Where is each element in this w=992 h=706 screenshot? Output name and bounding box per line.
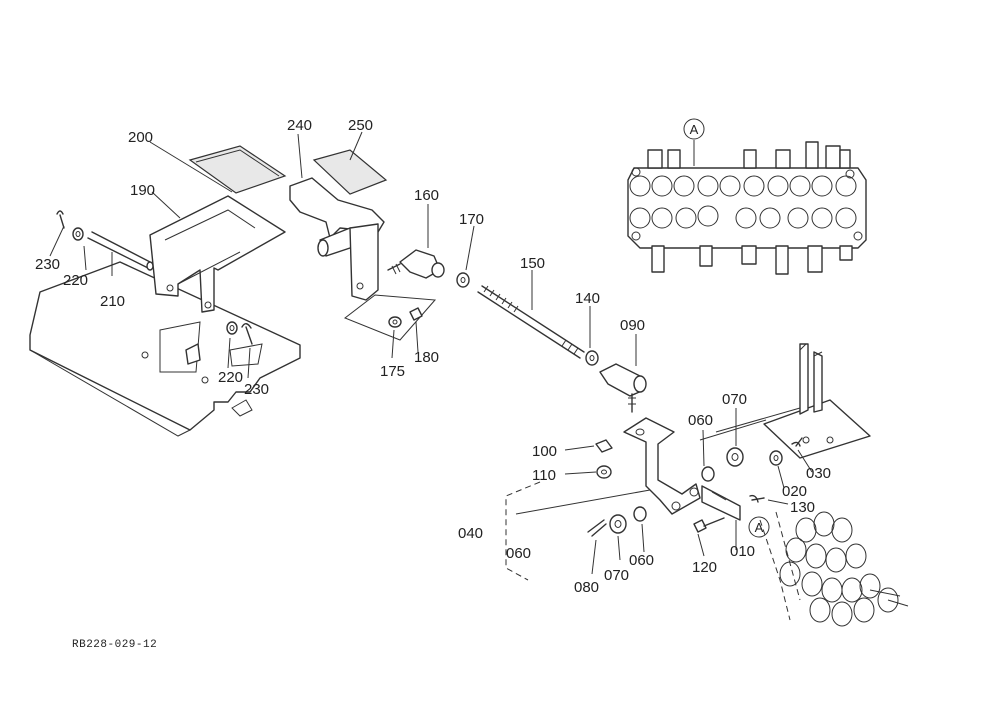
label-230-left: 230 [35, 256, 60, 273]
label-160: 160 [414, 187, 439, 204]
cotter-pin-left [56, 210, 65, 229]
ball-joint-left [387, 249, 445, 279]
bracket-stub [185, 343, 201, 365]
label-170: 170 [459, 211, 484, 228]
label-140: 140 [575, 290, 600, 307]
washer-right [226, 321, 238, 335]
pedal-lever [289, 177, 385, 301]
control-valve-block [627, 140, 867, 275]
label-030: 030 [806, 465, 831, 482]
label-100: 100 [532, 443, 557, 460]
valve-spools [759, 511, 909, 627]
washer-left [72, 227, 84, 241]
label-175: 175 [380, 363, 405, 380]
label-120: 120 [692, 559, 717, 576]
mounting-plate [699, 343, 871, 459]
label-060-dashed: 060 [506, 545, 531, 562]
adjusting-rod [477, 285, 585, 359]
bushing-060-top [701, 466, 715, 482]
label-150: 150 [520, 255, 545, 272]
label-060-top: 060 [688, 412, 713, 429]
cotter-pin-030 [791, 437, 803, 447]
cotter-pin-130 [749, 494, 765, 503]
hardware-group-box [343, 294, 437, 341]
lock-nut-left [456, 272, 470, 288]
label-130: 130 [790, 499, 815, 516]
pedal-arm [149, 195, 286, 313]
label-210: 210 [100, 293, 125, 310]
svg-text:A: A [755, 520, 764, 535]
pedal-pad-second [312, 149, 388, 195]
leader-lines [49, 131, 813, 575]
bolt-120 [693, 517, 725, 533]
ball-joint-right [599, 363, 647, 413]
washer-020 [769, 450, 783, 466]
assembly-bracket-040 [505, 481, 541, 581]
label-010: 010 [730, 543, 755, 560]
link-plate [701, 485, 741, 521]
cotter-pin-right [241, 323, 253, 345]
svg-text:A: A [690, 122, 699, 137]
part-labels: 200 190 230 220 210 220 230 240 250 160 … [35, 117, 831, 651]
pivot-pin [87, 231, 154, 271]
washer-070-top [726, 447, 744, 467]
label-230-right: 230 [244, 381, 269, 398]
nut-100 [595, 439, 613, 453]
label-250: 250 [348, 117, 373, 134]
label-190: 190 [130, 182, 155, 199]
label-180: 180 [414, 349, 439, 366]
label-070-bottom: 070 [604, 567, 629, 584]
label-020: 020 [782, 483, 807, 500]
bushing-060-bottom [633, 506, 647, 522]
floor-plate [29, 261, 301, 437]
label-070-top: 070 [722, 391, 747, 408]
label-200: 200 [128, 129, 153, 146]
cotter-pin-080 [587, 519, 607, 537]
lock-nut-right [585, 350, 599, 366]
label-110: 110 [532, 467, 556, 484]
label-080: 080 [574, 579, 599, 596]
label-240: 240 [287, 117, 312, 134]
label-220-right: 220 [218, 369, 243, 386]
shift-lever [623, 417, 701, 515]
nut-110 [596, 465, 612, 479]
view-marker-bottom: A [748, 516, 770, 538]
view-marker-top: A [683, 118, 705, 140]
label-040: 040 [458, 525, 483, 542]
pedal-pad [188, 145, 287, 194]
label-060-bottom: 060 [629, 552, 654, 569]
washer-070-bottom [609, 514, 627, 534]
label-090: 090 [620, 317, 645, 334]
label-220-left: 220 [63, 272, 88, 289]
drawing-code: RB228-029-12 [72, 639, 157, 651]
